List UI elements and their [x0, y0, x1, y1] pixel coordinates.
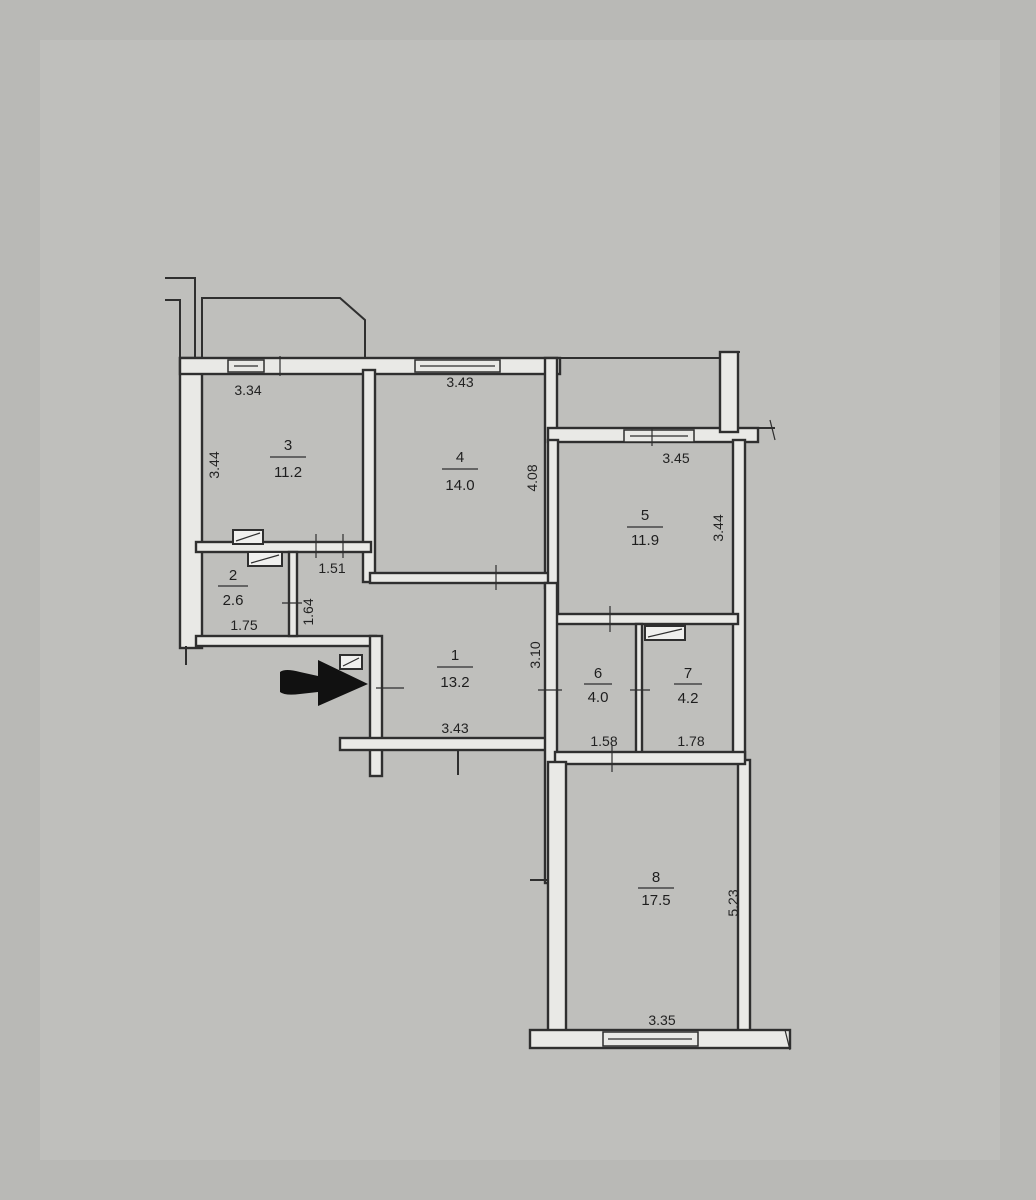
room-area: 2.6 — [223, 592, 244, 609]
room-area: 11.9 — [631, 532, 659, 549]
ventilation-duct-icon — [247, 551, 283, 567]
room-number: 1 — [451, 647, 459, 664]
dimension-r4-width: 3.43 — [446, 374, 473, 390]
ventilation-duct-icon — [339, 654, 363, 670]
room-number: 4 — [456, 449, 464, 466]
dimension-r5-width: 3.45 — [662, 450, 689, 466]
dimension-r7-width: 1.78 — [677, 733, 704, 749]
dimension-labels: 3.34 3.44 3.43 4.08 3.45 3.44 1.51 1.75 … — [206, 374, 741, 1028]
dimension-r1-width: 3.43 — [441, 720, 468, 736]
dimension-r2-height: 1.64 — [300, 598, 316, 625]
dimension-r6-width: 1.58 — [590, 733, 617, 749]
dimension-r3-height: 3.44 — [206, 451, 222, 478]
room-number: 8 — [652, 869, 660, 886]
room-number: 5 — [641, 507, 649, 524]
room-labels: 3 11.2 4 14.0 5 11.9 2 2.6 1 13.2 6 4.0 … — [218, 437, 702, 909]
dimension-r5-height: 3.44 — [710, 514, 726, 541]
room-number: 3 — [284, 437, 292, 454]
dimension-hall-width: 1.51 — [318, 560, 345, 576]
room-number: 6 — [594, 665, 602, 682]
room-area: 11.2 — [274, 464, 302, 481]
dimension-r3-width: 3.34 — [234, 382, 261, 398]
room-number: 7 — [684, 665, 692, 682]
entrance-arrow-icon — [280, 660, 368, 706]
dimension-r2-width: 1.75 — [230, 617, 257, 633]
dimension-r4-height: 4.08 — [524, 464, 540, 491]
dimension-r1-height: 3.10 — [527, 641, 543, 668]
room-area: 13.2 — [440, 674, 469, 691]
dimension-r8-height: 5.23 — [725, 889, 741, 916]
ventilation-duct-icon — [644, 625, 686, 641]
room-area: 17.5 — [641, 892, 670, 909]
windows — [227, 359, 699, 1047]
room-number: 2 — [229, 567, 237, 584]
room-area: 14.0 — [445, 477, 474, 494]
room-area: 4.0 — [588, 689, 609, 706]
ventilation-ducts — [232, 529, 686, 670]
room-area: 4.2 — [678, 690, 699, 707]
door-marks — [279, 356, 653, 772]
dimension-r8-width: 3.35 — [648, 1012, 675, 1028]
ventilation-duct-icon — [232, 529, 264, 545]
